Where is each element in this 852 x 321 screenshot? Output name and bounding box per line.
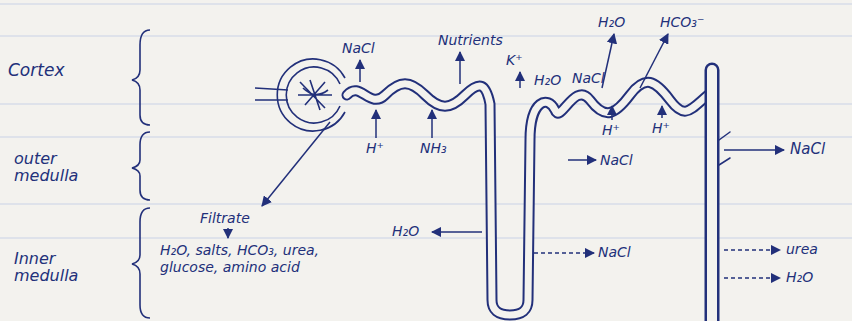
filtrate-contents: H₂O, salts, HCO₃, urea, glucose, amino a… [160, 242, 330, 276]
ion-label: H₂O [786, 269, 813, 286]
region-label: outer medulla [14, 150, 104, 184]
nephron-tubule [347, 70, 730, 321]
ion-label: H⁺ [602, 122, 620, 139]
ion-label: NaCl [598, 244, 631, 261]
glomerulus [255, 59, 345, 131]
ion-label: NaCl [600, 152, 633, 169]
ion-label: H₂O [534, 72, 561, 89]
ion-label: H⁺ [652, 120, 670, 137]
region-label: Cortex [8, 62, 64, 79]
filtrate-label: Filtrate [200, 210, 250, 227]
ion-label: Nutrients [438, 32, 503, 49]
region-label: Inner medulla [14, 250, 104, 284]
notebook-lines [0, 4, 852, 238]
region-braces [132, 30, 150, 318]
ion-label: H₂O [392, 223, 419, 240]
ion-label: H₂O [598, 14, 625, 31]
ion-label: NaCl [790, 141, 825, 158]
ion-label: NaCl [572, 70, 605, 87]
transport-arrows [228, 34, 784, 278]
ion-label: HCO₃⁻ [660, 14, 704, 31]
ion-label: H⁺ [366, 140, 384, 157]
ion-label: NH₃ [420, 140, 447, 157]
ion-label: NaCl [342, 40, 375, 57]
ion-label: urea [786, 241, 818, 258]
ion-label: K⁺ [506, 52, 523, 69]
